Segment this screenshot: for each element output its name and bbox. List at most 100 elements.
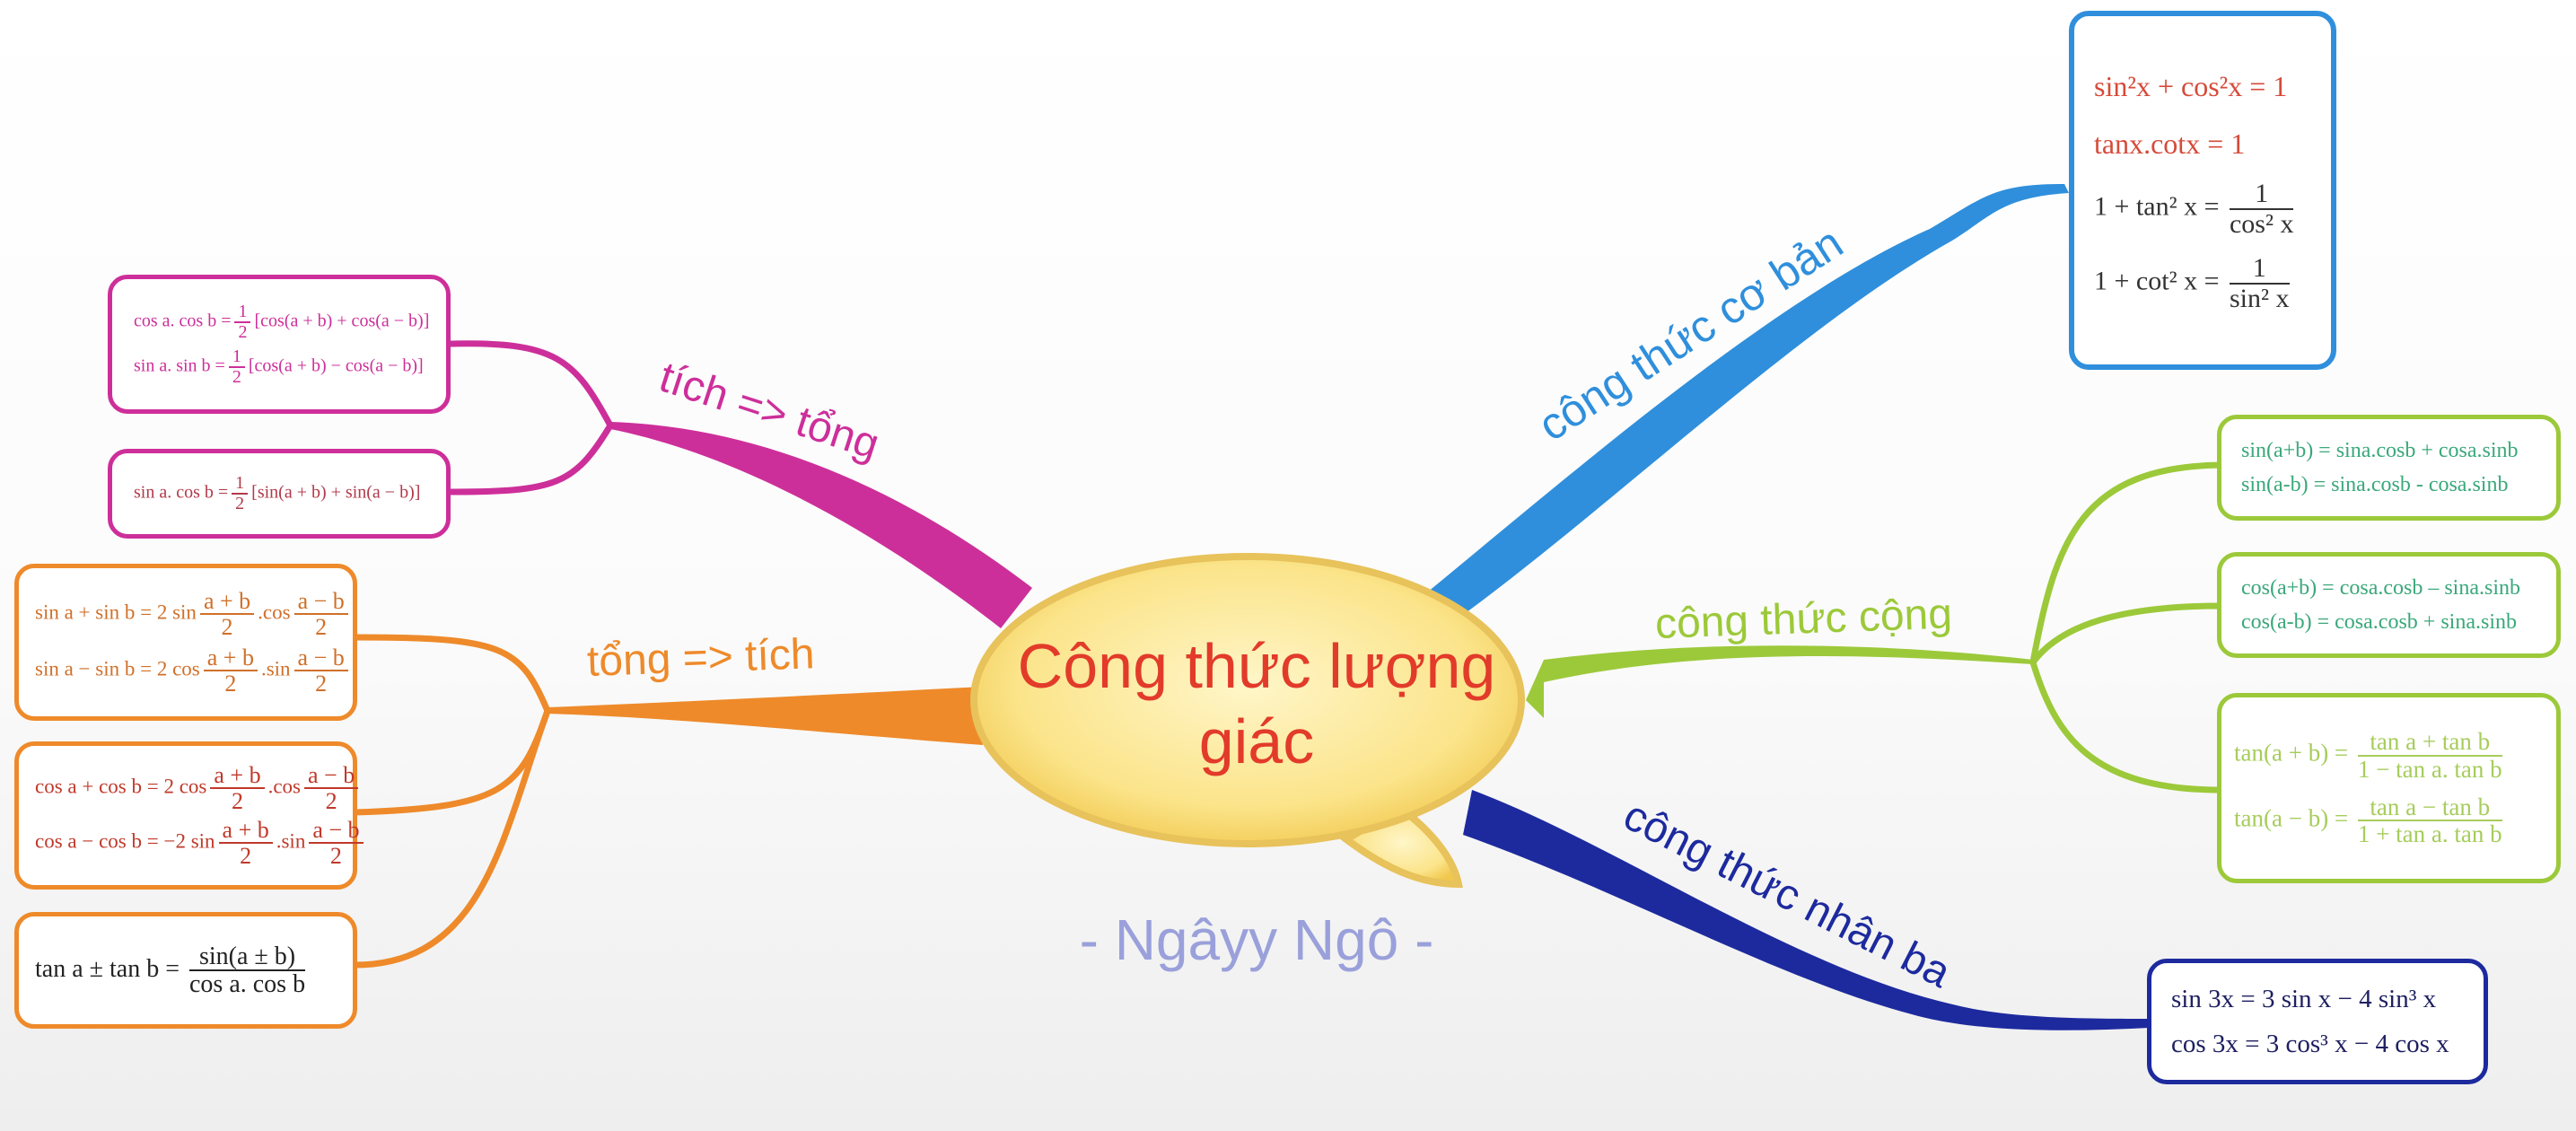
fraction-den: 2 [235,494,245,513]
connector-sum-tan [354,709,551,969]
formula-cos-diff: cos(a-b) = cosa.cosb + sina.sinb [2241,610,2517,634]
formula-lead: cos a. cos b = [134,311,232,331]
fraction-den: 2 [221,614,233,641]
fraction-num: 1 [2229,180,2294,210]
formula-cot-identity-lead: 1 + cot² x = [2094,266,2220,296]
fraction-den: 2 [325,788,337,815]
label-sum-product: tổng => tích [586,630,816,687]
formula-mid: .cos [258,601,291,624]
fraction-num: 1 [232,474,249,495]
formula-lead: sin a − sin b = 2 cos [35,657,200,680]
formula-mid: .cos [267,775,302,798]
fraction-num: a − b [309,817,364,844]
formula-lead: sin a + sin b = 2 sin [35,601,197,624]
fraction-den: sin² x [2229,283,2290,313]
formula-box-sum-tan: tan a ± tan b = sin(a ± b)cos a. cos b [14,912,357,1029]
fraction-den: 1 + tan a. tan b [2357,820,2502,848]
fraction-num: 1 [2229,254,2290,285]
branch-product-sum-connectors [448,340,614,495]
author-signature: - Ngâyy Ngô - [1079,907,1434,972]
bubble-body [970,553,1525,847]
branch-addition-stem [1526,660,1544,718]
formula-sin-diff: sin(a-b) = sina.cosb - cosa.sinb [2241,473,2509,496]
formula-tail: [sin(a + b) + sin(a − b)] [251,482,421,503]
connector-sum-sin [354,634,551,713]
formula-lead: cos a − cos b = −2 sin [35,829,215,853]
formula-box-triple: sin 3x = 3 sin x − 4 sin³ x cos 3x = 3 c… [2147,959,2488,1084]
fraction-den: 2 [231,788,243,815]
fraction-den: 2 [232,366,241,387]
center-title: Công thức lượng giác [1017,631,1496,776]
connector-prod-2 [448,424,613,495]
formula-tail: [cos(a + b) − cos(a − b)] [248,355,424,376]
fraction-num: a − b [294,589,348,616]
fraction-num: sin(a ± b) [189,942,306,971]
branch-addition [1544,645,2033,682]
fraction-num: 1 [228,346,245,368]
fraction-num: a − b [304,763,359,790]
formula-tail: [cos(a + b) + cos(a − b)] [254,311,430,331]
fraction-den: 1 − tan a. tan b [2357,755,2502,783]
formula-sin-triple: sin 3x = 3 sin x − 4 sin³ x [2171,984,2437,1013]
formula-tan-sum-lead: tan(a + b) = [2234,739,2349,767]
connector-add-cos [2030,602,2222,665]
fraction-num: a + b [199,589,255,616]
fraction-num: tan a − tan b [2357,794,2502,822]
branch-sum-product [548,687,983,745]
fraction-den: 2 [315,670,328,697]
formula-pythagorean: sin²x + cos²x = 1 [2094,70,2288,102]
label-addition: công thức cộng [1654,590,1953,649]
fraction-den: 2 [224,670,237,697]
formula-lead: sin a. cos b = [134,482,229,503]
branch-product-sum [610,422,1032,628]
fraction-num: a + b [203,644,258,671]
connector-prod-1 [448,340,614,427]
fraction-den: 2 [329,842,342,869]
branch-sum-product-connectors [354,634,551,969]
formula-lead: cos a + cos b = 2 cos [35,775,207,798]
formula-tan-cot: tanx.cotx = 1 [2094,127,2246,160]
fraction-den: cos a. cos b [189,970,306,998]
fraction-num: 1 [234,302,251,323]
formula-tan-diff-lead: tan(a − b) = [2234,804,2349,832]
branch-basic [1427,184,2069,615]
fraction-den: 2 [240,842,252,869]
formula-box-add-sin: sin(a+b) = sina.cosb + cosa.sinb sin(a-b… [2217,415,2561,521]
fraction-num: a + b [218,817,273,844]
formula-tan-identity-lead: 1 + tan² x = [2094,191,2220,222]
formula-sin-sum: sin(a+b) = sina.cosb + cosa.sinb [2241,439,2519,462]
formula-box-add-cos: cos(a+b) = cosa.cosb – sina.sinb cos(a-b… [2217,552,2561,658]
formula-cos-triple: cos 3x = 3 cos³ x − 4 cos x [2171,1030,2449,1058]
connector-add-tan [2029,661,2222,793]
fraction-num: tan a + tan b [2357,729,2502,757]
formula-lead: sin a. sin b = [134,355,225,376]
fraction-num: a + b [210,763,265,790]
center-bubble [970,553,1525,889]
formula-cos-sum: cos(a+b) = cosa.cosb – sina.sinb [2241,576,2521,600]
connector-add-sin [2029,461,2222,663]
